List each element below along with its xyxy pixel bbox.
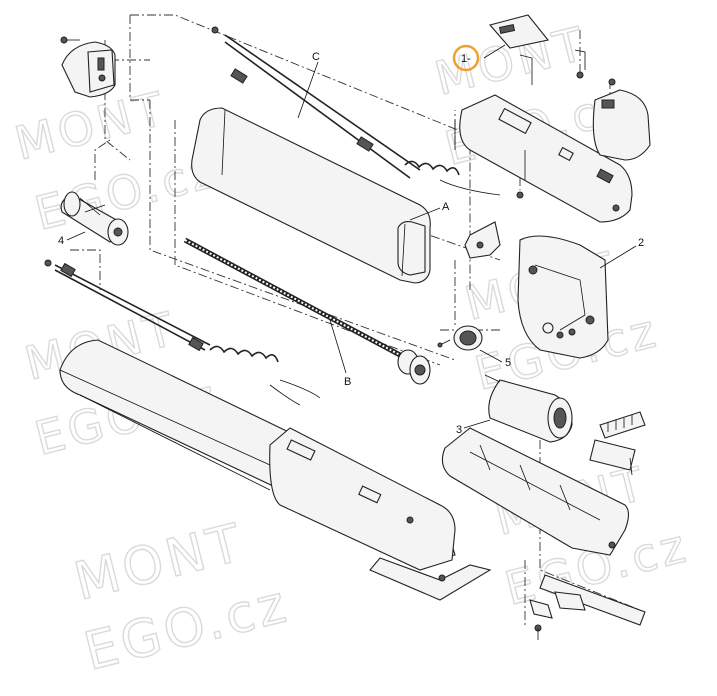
top-cover-housing bbox=[454, 94, 633, 223]
leader-lines bbox=[66, 44, 637, 429]
part-2-release-plate bbox=[517, 235, 609, 359]
wire-harness bbox=[44, 259, 321, 406]
part-4-bushing bbox=[60, 191, 129, 246]
part-1-lock-cover bbox=[489, 14, 586, 85]
assembled-operator bbox=[59, 339, 492, 601]
terminal-block bbox=[589, 411, 646, 476]
end-cap-front bbox=[592, 78, 651, 161]
callout-b: B bbox=[344, 376, 351, 388]
callout-a: A bbox=[442, 201, 450, 213]
callout-5: 5 bbox=[505, 357, 511, 369]
part-5-gear bbox=[437, 325, 483, 351]
callout-2: 2 bbox=[638, 237, 644, 249]
callout-1: 1- bbox=[461, 53, 471, 65]
callout-labels: C A B 2 3 4 5 bbox=[58, 51, 644, 436]
part-b-worm-screw bbox=[183, 237, 431, 385]
highlight-ring bbox=[452, 44, 480, 72]
callout-c: C bbox=[312, 51, 320, 63]
part-3-motor bbox=[484, 374, 573, 443]
part-c-cable bbox=[211, 26, 501, 196]
callout-4: 4 bbox=[58, 235, 64, 247]
highlight-callout-1: 1- bbox=[452, 44, 480, 72]
mounting-bracket bbox=[529, 574, 646, 640]
part-a-housing-tube bbox=[191, 107, 431, 284]
callout-3: 3 bbox=[456, 424, 462, 436]
end-cap-rear bbox=[60, 36, 116, 98]
bracket-clip bbox=[464, 221, 501, 259]
motor-cover-tray bbox=[441, 427, 630, 556]
